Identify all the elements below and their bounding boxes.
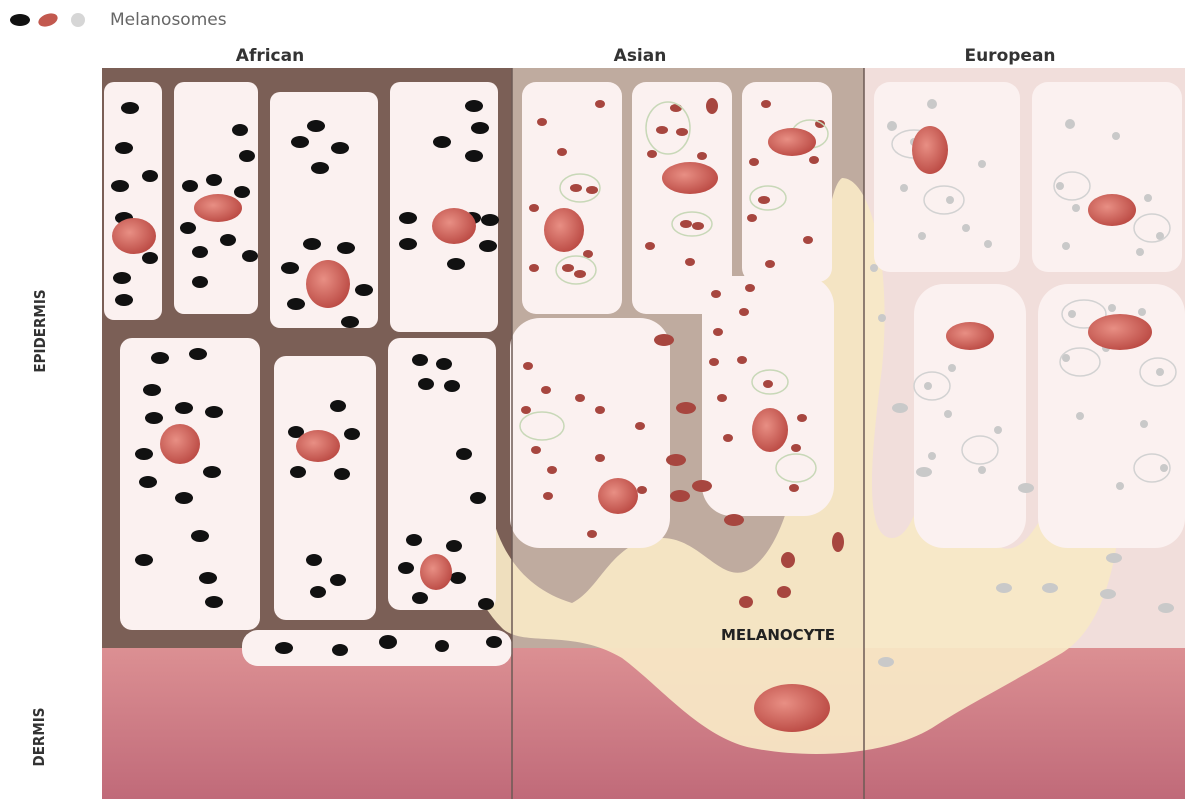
melanocyte-label: MELANOCYTE (721, 626, 835, 644)
legend-swatches (6, 8, 92, 32)
melanosome-legend: Melanosomes (6, 6, 227, 34)
column-title-african: African (200, 46, 340, 66)
keratinocyte (874, 82, 1020, 272)
keratinocyte (1032, 82, 1182, 272)
legend-red-melanosome (37, 11, 60, 29)
keratinocyte (522, 82, 622, 314)
keratinocyte (510, 318, 670, 548)
column-title-asian: Asian (570, 46, 710, 66)
keratinocyte (104, 82, 162, 320)
keratinocyte (742, 82, 832, 282)
keratinocyte (390, 82, 498, 332)
dermis-label: DERMIS (30, 692, 48, 782)
legend-black-melanosome (10, 14, 30, 26)
legend-label: Melanosomes (110, 10, 227, 30)
keratinocyte (632, 82, 732, 314)
keratinocyte (274, 356, 376, 620)
skin-cross-section-diagram (102, 68, 1185, 799)
epidermis-label: EPIDERMIS (31, 281, 49, 381)
column-title-european: European (930, 46, 1090, 66)
legend-gray-melanosome (71, 13, 85, 27)
